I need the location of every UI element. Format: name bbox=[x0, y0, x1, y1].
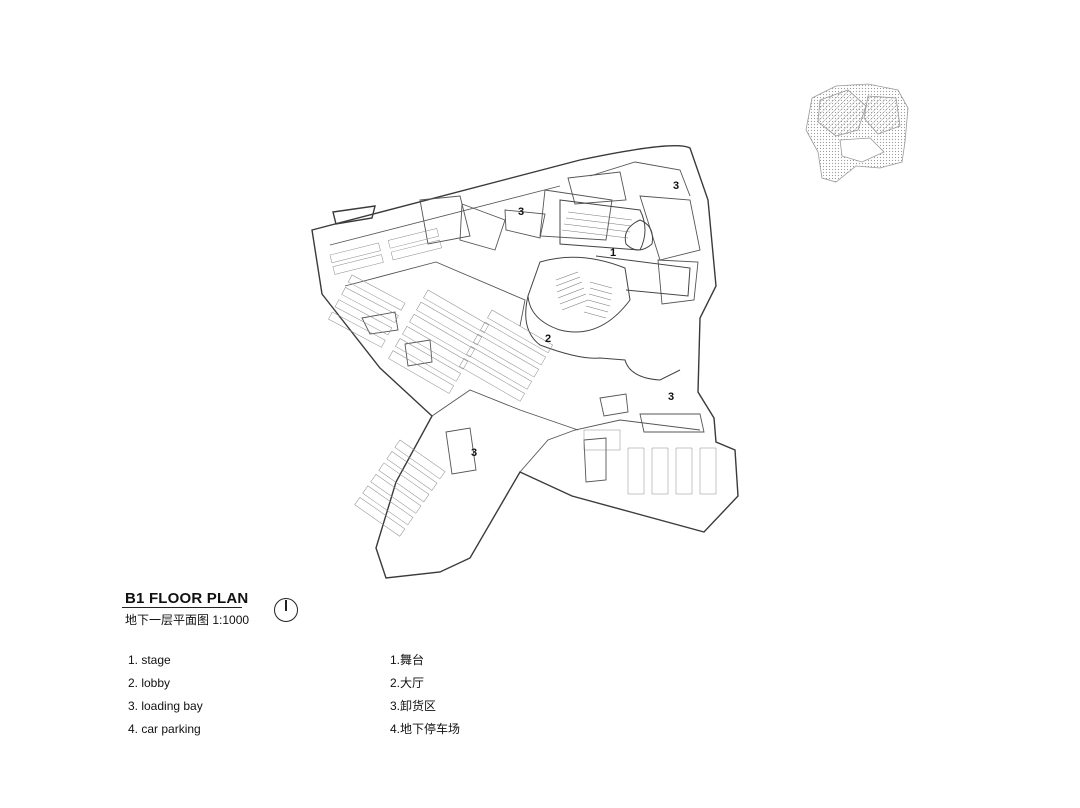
plan-title: B1 FLOOR PLAN bbox=[125, 590, 249, 607]
legend-item-car-parking-en: 4. car parking bbox=[128, 722, 201, 736]
label-loading-bay-3: 3 bbox=[668, 391, 674, 403]
room-labels: 1 2 3 3 3 3 bbox=[471, 180, 679, 459]
key-plan-icon bbox=[805, 83, 909, 183]
label-loading-bay-1: 3 bbox=[518, 206, 524, 218]
legend-chinese: 1.舞台 2.大厅 3.卸货区 4.地下停车场 bbox=[390, 653, 460, 745]
legend-item-lobby-en: 2. lobby bbox=[128, 676, 171, 690]
label-loading-bay-4: 3 bbox=[471, 447, 477, 459]
north-arrow-icon bbox=[274, 598, 298, 622]
legend-item-loading-bay-cn: 3.卸货区 bbox=[390, 699, 437, 713]
parking-stalls bbox=[328, 228, 717, 537]
north-arrow-needle bbox=[285, 600, 287, 611]
legend-item-car-parking-cn: 4.地下停车场 bbox=[390, 722, 461, 736]
building-outline bbox=[311, 145, 739, 579]
legend-item-loading-bay-en: 3. loading bay bbox=[128, 699, 203, 713]
seating bbox=[555, 211, 633, 319]
plan-subtitle: 地下一层平面图 1:1000 bbox=[125, 613, 250, 627]
auditorium bbox=[525, 199, 691, 381]
legend-item-stage-cn: 1.舞台 bbox=[390, 653, 425, 667]
title-underline bbox=[122, 607, 242, 608]
label-loading-bay-2: 3 bbox=[673, 180, 679, 192]
label-lobby: 2 bbox=[545, 333, 551, 345]
legend-item-lobby-cn: 2.大厅 bbox=[390, 676, 425, 690]
internal-walls bbox=[329, 161, 705, 483]
label-stage: 1 bbox=[610, 247, 616, 259]
legend-english: 1. stage 2. lobby 3. loading bay 4. car … bbox=[128, 653, 203, 745]
legend-item-stage-en: 1. stage bbox=[128, 653, 171, 667]
